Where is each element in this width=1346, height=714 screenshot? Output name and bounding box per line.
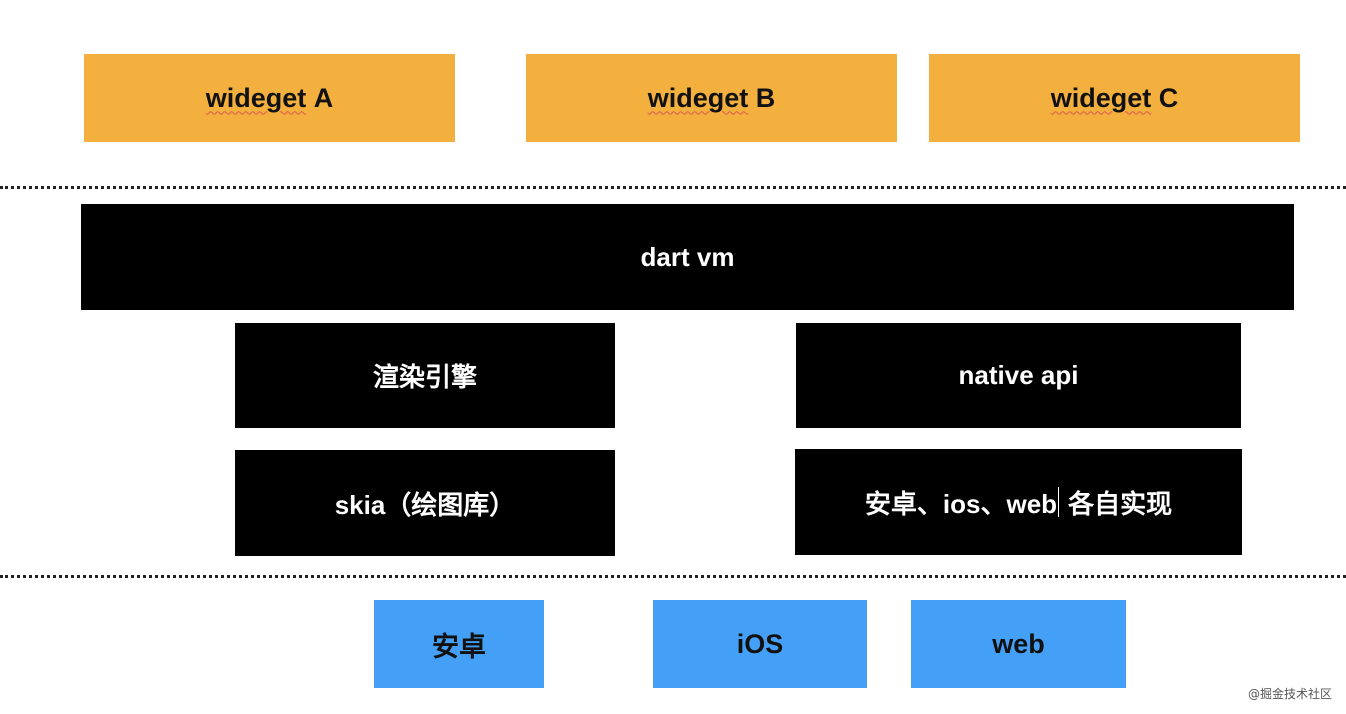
native-api-label: native api bbox=[958, 360, 1079, 390]
layer-divider-top bbox=[0, 186, 1346, 189]
platform-web-box: web bbox=[911, 600, 1126, 688]
render-engine-label: 渲染引擎 bbox=[372, 362, 477, 392]
skia-label: skia（绘图库） bbox=[334, 489, 516, 520]
platform-android-label: 安卓 bbox=[432, 631, 486, 662]
dart-vm-box: dart vm bbox=[81, 204, 1294, 310]
widget-b-word: wideget bbox=[647, 82, 749, 113]
widget-a-word: wideget bbox=[205, 82, 307, 113]
dart-vm-label: dart vm bbox=[640, 241, 735, 272]
widget-c-word: wideget bbox=[1050, 82, 1152, 113]
platform-android-box: 安卓 bbox=[374, 600, 544, 688]
platform-web-label: web bbox=[992, 628, 1045, 659]
platform-ios-label: iOS bbox=[736, 628, 784, 659]
render-engine-box: 渲染引擎 bbox=[235, 323, 615, 428]
platform-impl-right-label: 各自实现 bbox=[1068, 488, 1173, 519]
platform-impl-box: 安卓、ios、web 各自实现 bbox=[795, 449, 1242, 555]
platform-impl-left-label: 安卓、ios、web bbox=[864, 488, 1058, 519]
widget-a-box: wideget A bbox=[84, 54, 455, 142]
widget-c-box: wideget C bbox=[929, 54, 1300, 142]
text-caret bbox=[1058, 487, 1060, 517]
widget-c-letter: C bbox=[1158, 82, 1179, 113]
widget-b-letter: B bbox=[755, 82, 776, 113]
widget-b-box: wideget B bbox=[526, 54, 897, 142]
native-api-box: native api bbox=[796, 323, 1241, 428]
skia-box: skia（绘图库） bbox=[235, 450, 615, 556]
watermark-text: @掘金技术社区 bbox=[1247, 687, 1332, 701]
platform-ios-box: iOS bbox=[653, 600, 867, 688]
widget-a-letter: A bbox=[313, 82, 334, 113]
layer-divider-bottom bbox=[0, 575, 1346, 578]
